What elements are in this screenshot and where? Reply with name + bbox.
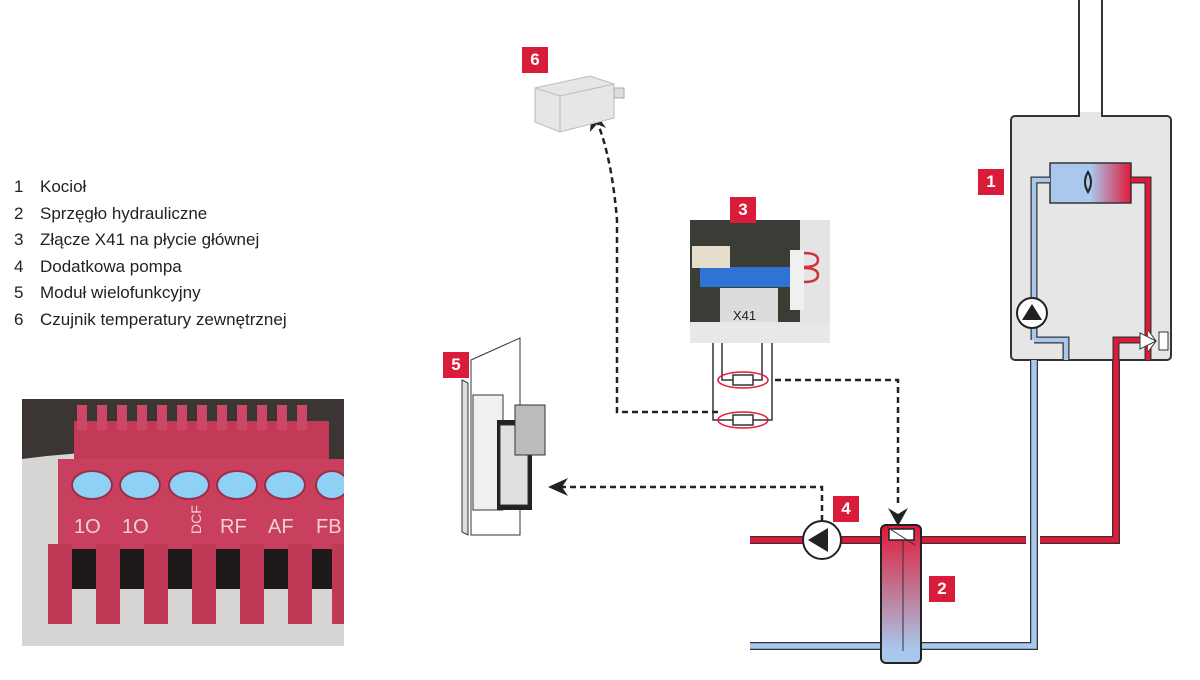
terminal-label: 1O [122, 516, 149, 538]
connector-photo-drawing: 1O 1O DCF RF AF FB [22, 399, 344, 646]
legend-label: Moduł wielofunkcyjny [40, 283, 201, 302]
ntc-sensor-highlight [717, 371, 769, 389]
flow-pipe [1040, 360, 1119, 543]
flame-icon [1084, 170, 1092, 194]
terminal-label: 1O [74, 516, 101, 538]
x41-wiring [712, 322, 773, 421]
legend-item: 6 Czujnik temperatury zewnętrznej [14, 307, 287, 334]
arrow-to-separator-icon [888, 508, 908, 526]
return-pipe [920, 360, 1037, 649]
heat-exchanger [1049, 162, 1132, 204]
badge-hydraulic-separator: 2 [929, 576, 955, 602]
badge-multifunction-module: 5 [443, 352, 469, 378]
legend-item: 5 Moduł wielofunkcyjny [14, 280, 287, 307]
boiler-body [1010, 115, 1172, 361]
outdoor-sensor-drawing [534, 75, 625, 133]
legend-label: Czujnik temperatury zewnętrznej [40, 309, 287, 329]
legend-label: Kocioł [40, 177, 87, 196]
legend-label: Sprzęgło hydrauliczne [40, 203, 208, 223]
main-board-picture: X41 [690, 220, 830, 343]
badge-x41-connector: 3 [730, 197, 756, 223]
legend-label: Dodatkowa pompa [40, 256, 182, 276]
legend-number: 6 [14, 309, 24, 329]
additional-pump-icon [802, 520, 842, 560]
separator-sensor [888, 528, 915, 541]
terminal-label: AF [268, 516, 294, 538]
boiler-flue [1078, 0, 1103, 116]
badge-boiler: 1 [978, 169, 1004, 195]
boiler-flow-pipe [1113, 177, 1151, 360]
legend-item: 2 Sprzęgło hydrauliczne [14, 201, 287, 228]
terminal-label: FB [316, 516, 342, 538]
legend-number: 1 [14, 177, 24, 196]
arrow-to-module-icon [548, 478, 568, 496]
pump-signal-line [560, 485, 824, 521]
arrow-to-outdoor-sensor-icon [590, 108, 606, 132]
legend-label: Złącze X41 na płycie głównej [40, 230, 260, 249]
legend-number: 5 [14, 283, 24, 302]
legend-number: 2 [14, 203, 24, 223]
legend-item: 1 Kocioł [14, 174, 287, 201]
legend-item: 3 Złącze X41 na płycie głównej [14, 227, 287, 254]
hydraulic-separator [880, 524, 922, 664]
multifunction-module-drawing [461, 337, 546, 536]
separator-sensor-line [775, 378, 900, 506]
terminal-label: RF [220, 516, 247, 538]
x41-label: X41 [733, 308, 756, 323]
badge-outdoor-sensor: 6 [522, 47, 548, 73]
legend-item: 4 Dodatkowa pompa [14, 254, 287, 281]
legend-number: 3 [14, 230, 24, 249]
boiler-pump-icon [1016, 297, 1048, 329]
legend-list: 1 Kocioł 2 Sprzęgło hydrauliczne 3 Złącze X… [14, 174, 287, 333]
connector-photo: 1O 1O DCF RF AF FB [22, 399, 344, 646]
outdoor-sensor-line [596, 123, 718, 414]
three-way-valve-icon [1139, 329, 1158, 353]
badge-additional-pump: 4 [833, 496, 859, 522]
boiler-return-pipe [1031, 177, 1069, 360]
terminal-label: DCF [188, 505, 204, 534]
ntc-sensor-highlight [717, 411, 769, 429]
legend-number: 4 [14, 256, 24, 276]
